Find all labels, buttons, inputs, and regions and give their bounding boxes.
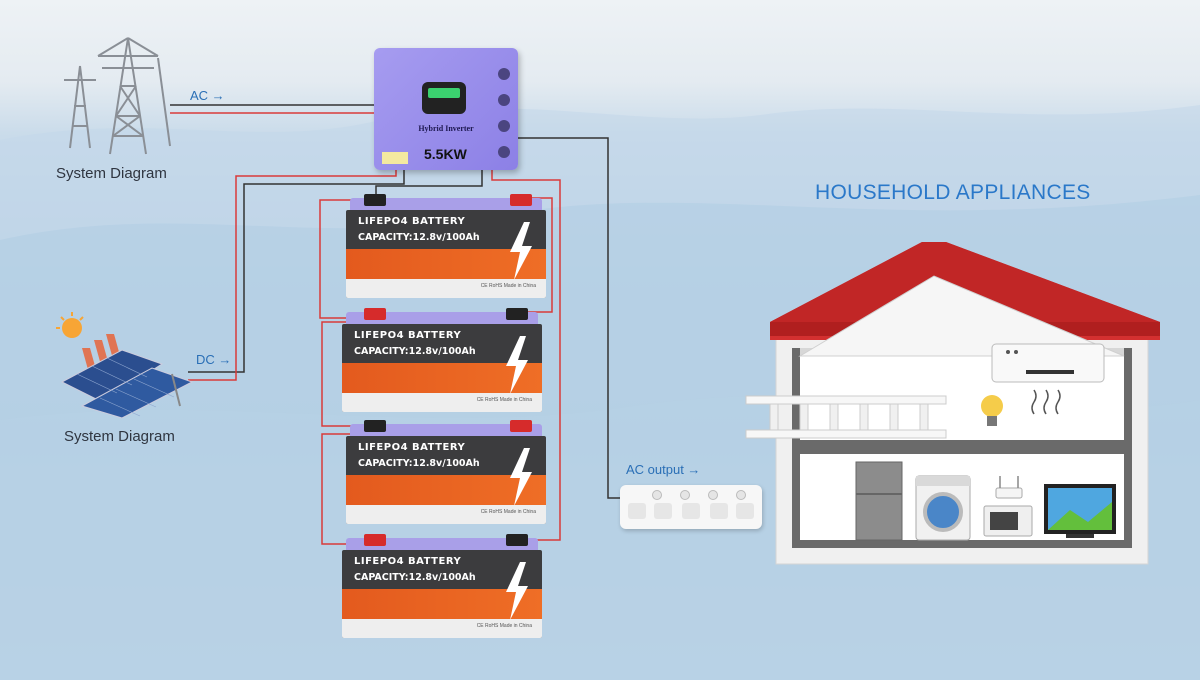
battery-3: LIFEPO4 BATTERY CAPACITY:12.8v/100Ah CE … bbox=[346, 420, 546, 524]
battery-capacity: CAPACITY:12.8v/100Ah bbox=[354, 346, 476, 357]
battery-capacity: CAPACITY:12.8v/100Ah bbox=[354, 572, 476, 583]
battery-capacity: CAPACITY:12.8v/100Ah bbox=[358, 458, 480, 469]
lightning-bolt-icon bbox=[506, 562, 528, 620]
household-title: HOUSEHOLD APPLIANCES bbox=[815, 181, 1091, 204]
inverter-warning-sticker bbox=[382, 152, 408, 164]
battery-title: LIFEPO4 BATTERY bbox=[358, 216, 466, 227]
inverter-sun-icon bbox=[498, 94, 510, 106]
hybrid-inverter: Hybrid Inverter 5.5KW bbox=[374, 48, 518, 170]
battery-1: LIFEPO4 BATTERY CAPACITY:12.8v/100Ah CE … bbox=[346, 194, 546, 298]
grid-caption: System Diagram bbox=[56, 165, 167, 182]
lightning-bolt-icon bbox=[506, 336, 528, 394]
inverter-gear-icon bbox=[498, 120, 510, 132]
lightning-bolt-icon bbox=[510, 222, 532, 280]
battery-footer: CE RoHS Made in China bbox=[480, 283, 536, 289]
battery-footer: CE RoHS Made in China bbox=[476, 623, 532, 629]
house-illustration bbox=[745, 242, 1160, 565]
battery-footer: CE RoHS Made in China bbox=[480, 509, 536, 515]
strip-switch bbox=[736, 490, 746, 500]
inverter-battery-icon bbox=[498, 146, 510, 158]
power-strip bbox=[620, 485, 762, 529]
dc-input-label: DC → bbox=[196, 352, 232, 367]
battery-title: LIFEPO4 BATTERY bbox=[354, 330, 462, 341]
strip-socket bbox=[628, 503, 646, 519]
solar-caption: System Diagram bbox=[64, 428, 175, 445]
battery-title: LIFEPO4 BATTERY bbox=[358, 442, 466, 453]
strip-socket bbox=[736, 503, 754, 519]
ac-output-label: AC output → bbox=[626, 462, 701, 477]
battery-2: LIFEPO4 BATTERY CAPACITY:12.8v/100Ah CE … bbox=[342, 308, 542, 412]
strip-switch bbox=[708, 490, 718, 500]
strip-switch bbox=[680, 490, 690, 500]
lightning-bolt-icon bbox=[510, 448, 532, 506]
battery-4: LIFEPO4 BATTERY CAPACITY:12.8v/100Ah CE … bbox=[342, 534, 542, 638]
inverter-power: 5.5KW bbox=[424, 146, 467, 162]
power-tower-illustration bbox=[64, 37, 171, 155]
strip-socket bbox=[654, 503, 672, 519]
battery-footer: CE RoHS Made in China bbox=[476, 397, 532, 403]
strip-switch bbox=[652, 490, 662, 500]
inverter-name: Hybrid Inverter bbox=[418, 124, 474, 133]
strip-socket bbox=[710, 503, 728, 519]
ac-input-label: AC → bbox=[190, 88, 225, 103]
strip-socket bbox=[682, 503, 700, 519]
inverter-status-icon bbox=[498, 68, 510, 80]
inverter-display bbox=[422, 82, 466, 114]
battery-title: LIFEPO4 BATTERY bbox=[354, 556, 462, 567]
solar-panel-illustration bbox=[56, 312, 194, 419]
battery-capacity: CAPACITY:12.8v/100Ah bbox=[358, 232, 480, 243]
